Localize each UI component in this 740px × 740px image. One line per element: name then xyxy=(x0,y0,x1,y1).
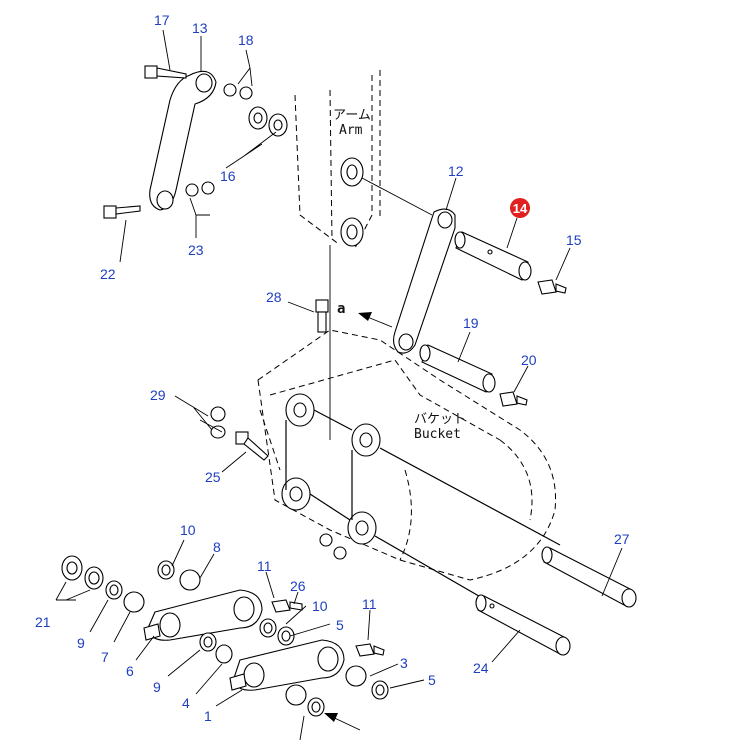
lower-bushings xyxy=(61,555,389,717)
bolt-22 xyxy=(103,205,141,219)
part-number-24[interactable]: 24 xyxy=(473,660,489,676)
washers-16 xyxy=(248,106,288,137)
grease-fitting-15 xyxy=(537,279,567,295)
bucket-outline xyxy=(257,329,557,581)
part-number-12[interactable]: 12 xyxy=(448,163,464,179)
part-number-20[interactable]: 20 xyxy=(521,352,537,368)
pin-27 xyxy=(541,546,637,608)
part-number-5b[interactable]: 5 xyxy=(428,672,436,688)
nuts-23 xyxy=(185,181,215,197)
pin-19 xyxy=(419,344,496,393)
link-13 xyxy=(149,70,217,211)
part-number-11b[interactable]: 11 xyxy=(362,596,377,612)
leader-lines xyxy=(55,29,623,740)
part-number-8[interactable]: 8 xyxy=(213,539,221,555)
part-number-21[interactable]: 21 xyxy=(35,614,51,630)
part-number-6[interactable]: 6 xyxy=(126,663,134,679)
bucket-label-en: Bucket xyxy=(414,427,461,442)
part-number-7[interactable]: 7 xyxy=(101,649,109,665)
bolt-25 xyxy=(235,431,269,461)
part-number-10a[interactable]: 10 xyxy=(180,522,196,538)
link-6 xyxy=(143,589,263,641)
part-number-26[interactable]: 26 xyxy=(290,578,306,594)
grease-fittings-lower xyxy=(271,599,385,657)
part-number-9a[interactable]: 9 xyxy=(77,635,85,651)
part-number-27[interactable]: 27 xyxy=(614,531,630,547)
link-12 xyxy=(392,208,456,354)
part-number-17[interactable]: 17 xyxy=(154,12,170,28)
pin-14 xyxy=(454,231,532,281)
arm-label-en: Arm xyxy=(339,123,363,138)
part-number-13[interactable]: 13 xyxy=(192,20,208,36)
part-number-25[interactable]: 25 xyxy=(205,469,221,485)
part-number-labels: 17 13 18 16 23 22 12 15 28 19 20 29 25 2… xyxy=(35,12,630,724)
part-number-15[interactable]: 15 xyxy=(566,232,582,248)
part-number-1[interactable]: 1 xyxy=(204,708,212,724)
part-number-11a[interactable]: 11 xyxy=(257,558,272,574)
part-number-28[interactable]: 28 xyxy=(266,289,282,305)
part-number-9b[interactable]: 9 xyxy=(153,679,161,695)
nuts-bucket-small xyxy=(319,533,347,560)
bottom-arrow xyxy=(324,713,361,731)
bolt-28 xyxy=(315,299,329,333)
view-a-arrow xyxy=(358,312,393,328)
arm-label-jp: アーム xyxy=(333,108,371,123)
part-number-3[interactable]: 3 xyxy=(400,655,408,671)
part-number-10b[interactable]: 10 xyxy=(312,598,328,614)
part-number-16[interactable]: 16 xyxy=(220,168,236,184)
part-number-14[interactable]: 14 xyxy=(513,201,528,216)
part-number-18[interactable]: 18 xyxy=(238,32,254,48)
view-a-label: a xyxy=(337,301,345,317)
part-number-4[interactable]: 4 xyxy=(182,695,190,711)
bucket-label-jp: バケット xyxy=(414,412,466,427)
arm-outline xyxy=(294,70,433,440)
nuts-18 xyxy=(223,83,253,100)
part-number-23[interactable]: 23 xyxy=(188,242,204,258)
part-number-22[interactable]: 22 xyxy=(100,266,116,282)
nuts-29 xyxy=(210,406,226,439)
bucket-bosses xyxy=(281,393,561,641)
part-number-19[interactable]: 19 xyxy=(463,315,479,331)
part-number-5a[interactable]: 5 xyxy=(336,617,344,633)
part-number-29[interactable]: 29 xyxy=(150,387,166,403)
pin-24 xyxy=(475,594,571,656)
grease-fitting-20 xyxy=(499,391,528,407)
highlight-marker[interactable] xyxy=(510,198,530,218)
link-1 xyxy=(229,639,345,691)
bolt-17 xyxy=(144,65,187,79)
